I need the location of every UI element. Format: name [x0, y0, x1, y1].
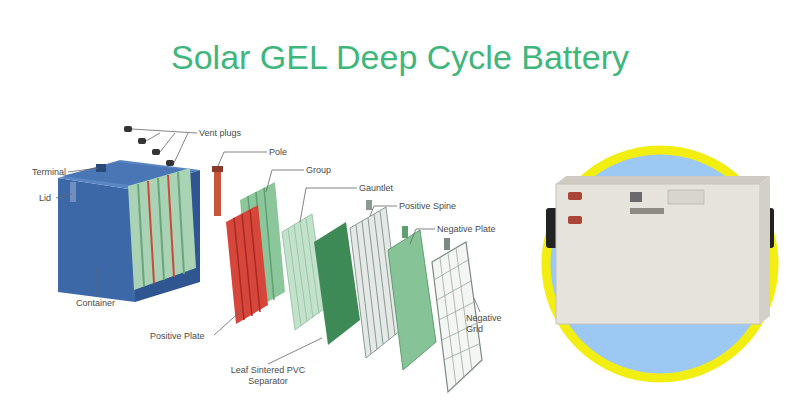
grid-line [434, 260, 468, 280]
vent-plug [124, 126, 132, 132]
leader-line [160, 133, 175, 152]
leader-line [132, 129, 197, 133]
positive-plate-line [242, 214, 252, 316]
leader-line [96, 268, 97, 297]
leader-line [268, 338, 322, 364]
battery-photo [546, 150, 774, 378]
negative-plate [388, 226, 436, 370]
battery-terminal [568, 216, 582, 224]
leader-line [174, 133, 188, 163]
grid-line [444, 344, 479, 360]
spine-lug [366, 200, 372, 210]
part-label: Gauntlet [359, 183, 393, 194]
spine-rod [368, 218, 383, 344]
inner-plate-line [148, 181, 154, 283]
part-label: Group [306, 165, 331, 176]
part-label: Negative Grid [466, 313, 512, 335]
negative-plate-block [388, 230, 436, 370]
inner-plates [128, 168, 196, 290]
battery-sticker [668, 190, 704, 204]
grid-lug [444, 238, 450, 250]
vent-plugs [124, 126, 174, 166]
leader-lines [56, 129, 480, 364]
gauntlet-tube [300, 221, 313, 318]
vent-plug [152, 149, 160, 155]
part-label: Container [76, 298, 115, 309]
vent-plug [138, 138, 146, 144]
spine-rod [356, 225, 371, 354]
grid-line [448, 253, 464, 378]
leader-line [146, 133, 160, 141]
part-label: Lid [39, 193, 51, 204]
part-label: Vent plugs [199, 128, 241, 139]
leader-line [474, 298, 480, 312]
vent-plug [166, 160, 174, 166]
leader-line [300, 188, 357, 222]
battery-terminal [568, 192, 582, 200]
inner-plate-line [178, 172, 184, 274]
part-label: Positive Plate [150, 331, 205, 342]
spine-rod [362, 221, 377, 349]
grid-line [456, 248, 472, 371]
battery-top [556, 176, 770, 184]
leader-line [214, 310, 242, 335]
pole-cap [212, 166, 223, 172]
leader-line [68, 168, 98, 172]
leader-line [218, 152, 267, 166]
negative-plate-lug [402, 226, 408, 238]
part-label: Negative Plate [437, 224, 496, 235]
leader-line [266, 170, 304, 192]
leader-line [410, 229, 435, 244]
part-label: Positive Spine [399, 201, 456, 212]
inner-plate-line [138, 184, 144, 286]
grid-line [440, 258, 456, 385]
inner-plate-block [128, 168, 196, 290]
leader-line [56, 194, 72, 198]
photo-circle [546, 150, 774, 378]
inner-plate-line [158, 178, 164, 280]
part-label: Leaf Sintered PVC Separator [222, 365, 314, 387]
positive-plate-line [250, 210, 260, 312]
battery-body [556, 184, 760, 324]
positive-plate [212, 166, 268, 324]
positive-plate-line [234, 218, 244, 320]
battery-mark [630, 208, 664, 214]
battery-logo [630, 192, 642, 202]
positive-plate-block [226, 205, 268, 324]
grid-line [437, 281, 471, 300]
part-label: Terminal [32, 167, 66, 178]
gauntlet-tube [294, 225, 307, 322]
inner-plate-line [168, 175, 174, 277]
part-label: Pole [269, 147, 287, 158]
diagram-title: Solar GEL Deep Cycle Battery [0, 38, 800, 77]
container-front [58, 178, 135, 302]
container [58, 160, 200, 302]
leader-line [370, 206, 397, 216]
battery-side [760, 176, 770, 324]
gauntlet-tube [288, 228, 301, 326]
lid-edge [70, 182, 76, 202]
spine-rod [374, 214, 389, 340]
gauntlet-tube [306, 218, 319, 314]
pole [214, 170, 221, 216]
